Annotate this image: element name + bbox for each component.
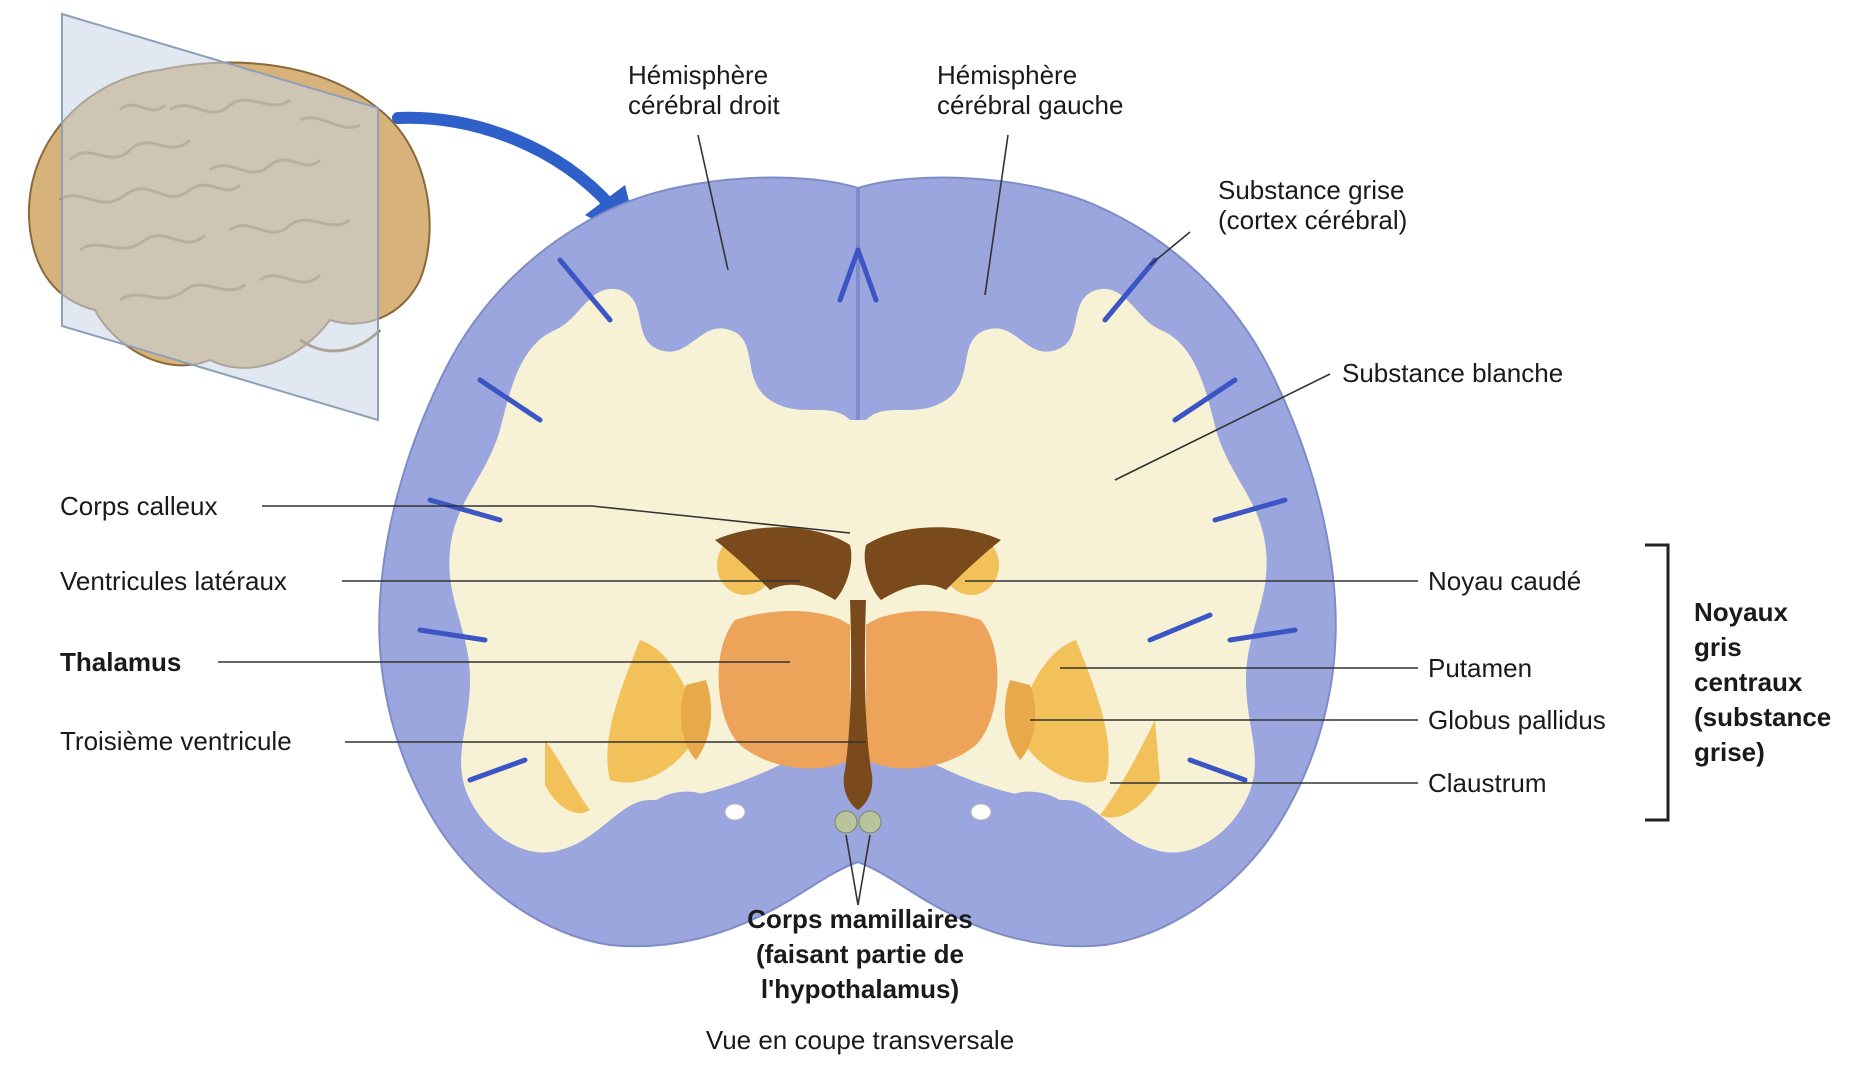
label-third-ventricle: Troisième ventricule — [60, 726, 292, 756]
label-right-hemisphere-line1: Hémisphère — [628, 60, 768, 90]
label-basal-nuclei-line3: centraux — [1694, 667, 1803, 697]
label-white-matter: Substance blanche — [1342, 358, 1563, 388]
label-mammillary-line1: Corps mamillaires — [747, 904, 972, 934]
label-basal-nuclei-line1: Noyaux — [1694, 597, 1788, 627]
label-grey-matter-line1: Substance grise — [1218, 175, 1404, 205]
label-left-hemisphere-line1: Hémisphère — [937, 60, 1077, 90]
label-mammillary-line2: (faisant partie de — [756, 939, 964, 969]
label-putamen: Putamen — [1428, 653, 1532, 683]
label-basal-nuclei-line4: (substance — [1694, 702, 1831, 732]
label-thalamus: Thalamus — [60, 647, 181, 677]
mammillary-body-left — [835, 811, 857, 833]
label-right-hemisphere-line2: cérébral droit — [628, 90, 781, 120]
mammillary-body-right — [859, 811, 881, 833]
label-lateral-ventricles: Ventricules latéraux — [60, 566, 287, 596]
label-mammillary-line3: l'hypothalamus) — [761, 974, 959, 1004]
caption: Vue en coupe transversale — [706, 1025, 1014, 1055]
label-grey-matter-line2: (cortex cérébral) — [1218, 205, 1407, 235]
basal-nuclei-bracket — [1645, 545, 1668, 820]
label-globus-pallidus: Globus pallidus — [1428, 705, 1606, 735]
label-claustrum: Claustrum — [1428, 768, 1546, 798]
label-basal-nuclei-line5: grise) — [1694, 737, 1765, 767]
label-caudate-nucleus: Noyau caudé — [1428, 566, 1581, 596]
label-corpus-callosum: Corps calleux — [60, 491, 218, 521]
label-left-hemisphere-line2: cérébral gauche — [937, 90, 1123, 120]
label-basal-nuclei-line2: gris — [1694, 632, 1742, 662]
brain-3d-icon — [29, 14, 430, 420]
brain-section — [379, 178, 1336, 947]
